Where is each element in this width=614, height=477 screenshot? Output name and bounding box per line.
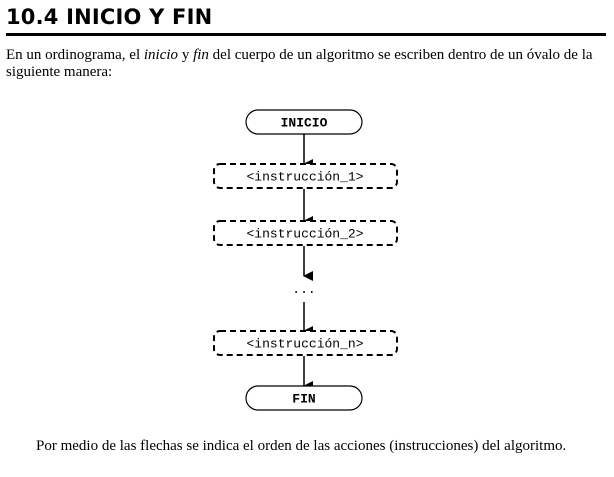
start-label: INICIO [281, 116, 328, 131]
title-rule [6, 33, 606, 36]
end-terminal: FIN [245, 385, 363, 411]
intro-text-1: En un ordinograma, el [6, 47, 144, 63]
ellipsis-label: ... [292, 282, 315, 297]
instruction-1-label: <instrucción_1> [246, 170, 363, 185]
intro-text-2: y [178, 47, 194, 63]
intro-paragraph: En un ordinograma, el inicio y fin del c… [6, 47, 610, 81]
term-inicio: inicio [143, 47, 179, 63]
intro-text-3: del cuerpo de un algoritmo se escriben d… [6, 47, 593, 80]
end-label: FIN [292, 392, 315, 407]
instruction-n-box: <instrucción_n> [213, 330, 398, 356]
section-title: 10.4 INICIO Y FIN [6, 5, 213, 29]
instruction-n-label: <instrucción_n> [246, 337, 363, 352]
instruction-1-box: <instrucción_1> [213, 163, 398, 189]
instruction-2-box: <instrucción_2> [213, 220, 398, 246]
flowchart: INICIO <instrucción_1> <instrucción_2> .… [213, 109, 398, 411]
outro-paragraph: Por medio de las flechas se indica el or… [36, 438, 567, 454]
start-terminal: INICIO [245, 109, 363, 135]
term-fin: fin [193, 47, 209, 63]
instruction-2-label: <instrucción_2> [246, 227, 363, 242]
